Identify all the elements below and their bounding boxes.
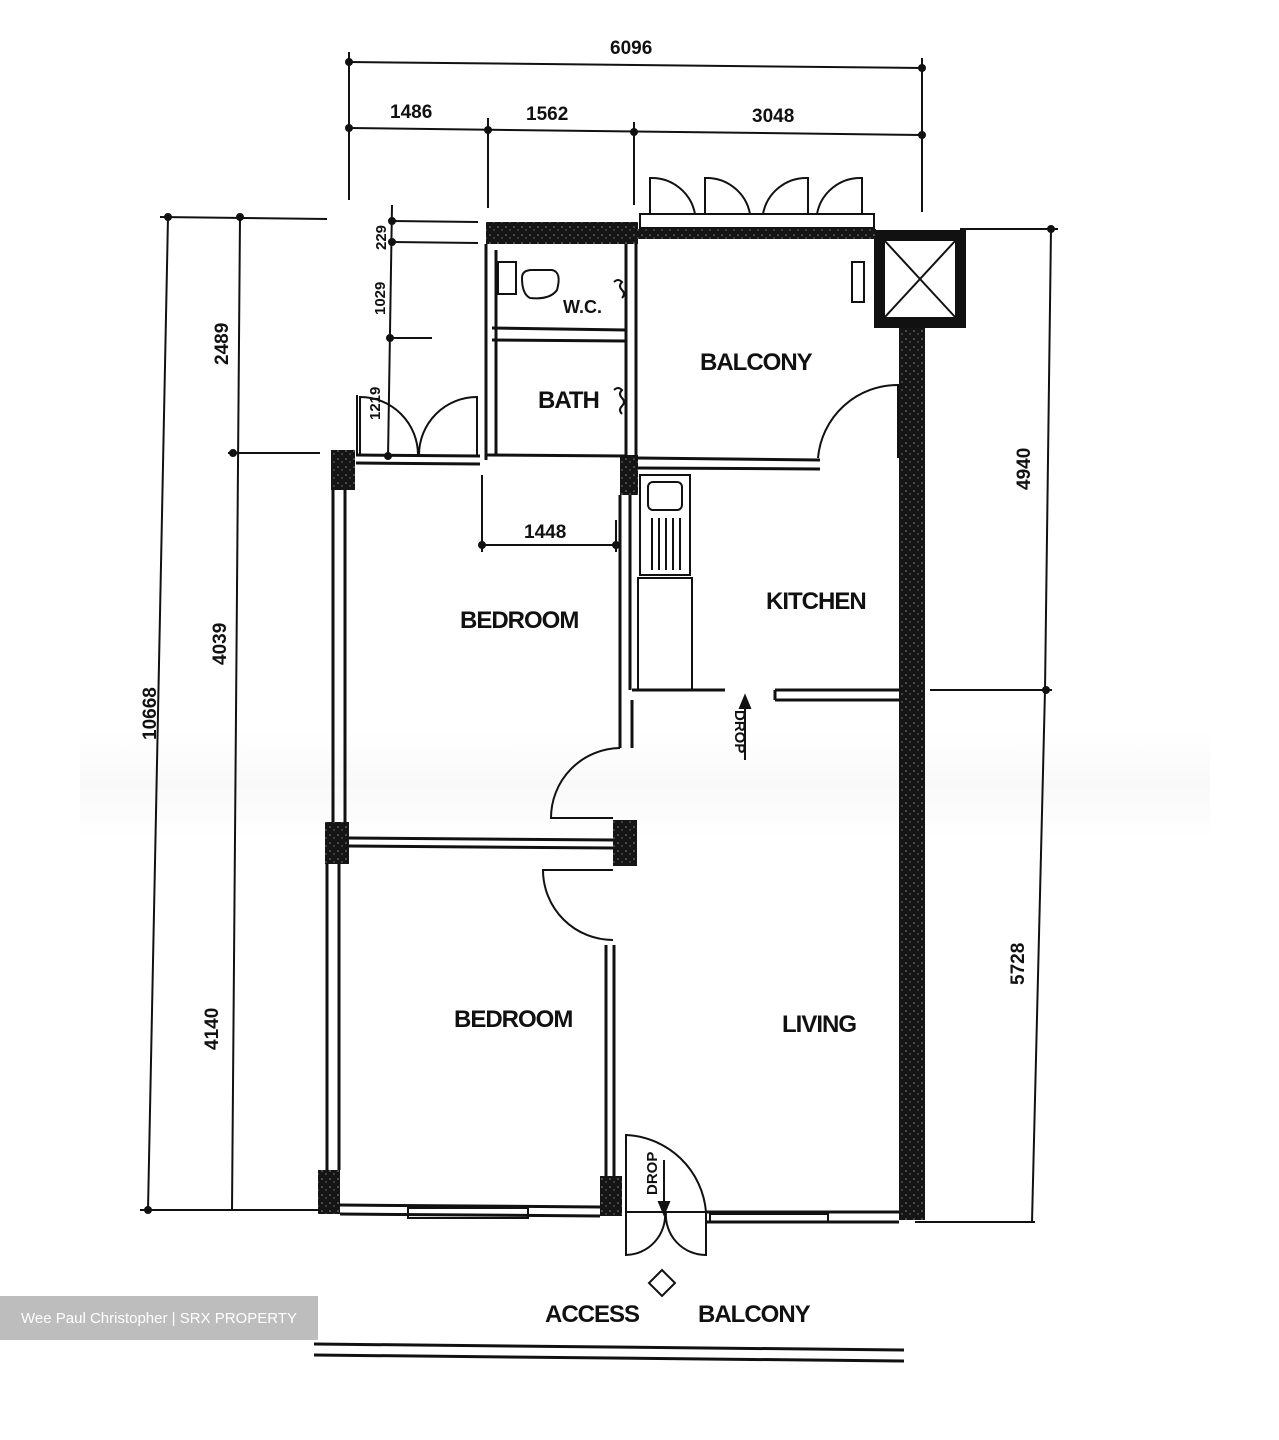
dim-seg-1: 1486	[390, 102, 432, 123]
label-access-balcony: BALCONY	[698, 1301, 811, 1328]
wc-fixtures	[497, 261, 865, 415]
structural-walls	[318, 222, 966, 1220]
top-dimensions	[345, 52, 926, 212]
dim-right-lower: 5728	[1008, 943, 1029, 985]
dim-seg-3: 3048	[752, 106, 794, 127]
room-label-kitchen: KITCHEN	[766, 588, 866, 615]
room-label-balcony: BALCONY	[700, 349, 813, 376]
door-swings	[359, 176, 899, 1257]
room-label-bath: BATH	[538, 387, 599, 414]
room-label-bedroom-1: BEDROOM	[460, 607, 578, 634]
partition-walls	[325, 213, 899, 1224]
room-label-bedroom-2: BEDROOM	[454, 1006, 572, 1033]
dim-seg-2: 1562	[526, 104, 568, 125]
corridor-lines	[313, 1342, 905, 1363]
dim-wc-offset: 229	[373, 225, 390, 250]
dim-left-lower: 4140	[202, 1008, 223, 1050]
bedroom-inner-dimension	[478, 475, 620, 552]
dim-overall-depth: 10668	[140, 687, 161, 740]
left-dimensions	[140, 204, 479, 1214]
drop-label-upper: DROP	[731, 710, 748, 753]
drop-label-lower: DROP	[644, 1152, 661, 1195]
dim-entry-depth: 1219	[367, 387, 384, 420]
label-access: ACCESS	[545, 1301, 640, 1328]
dim-right-upper: 4940	[1014, 448, 1035, 490]
dim-bedroom-inner: 1448	[524, 522, 566, 543]
entry-marker-icon	[647, 1268, 677, 1298]
room-label-living: LIVING	[782, 1011, 856, 1038]
room-label-wc: W.C.	[563, 297, 602, 317]
dim-left-upper: 2489	[212, 323, 233, 365]
watermark: Wee Paul Christopher | SRX PROPERTY	[0, 1296, 318, 1340]
dim-left-middle: 4039	[210, 623, 231, 665]
dim-wc-depth: 1029	[372, 282, 389, 315]
right-dimensions	[915, 225, 1058, 1223]
dim-overall-width: 6096	[610, 38, 652, 59]
